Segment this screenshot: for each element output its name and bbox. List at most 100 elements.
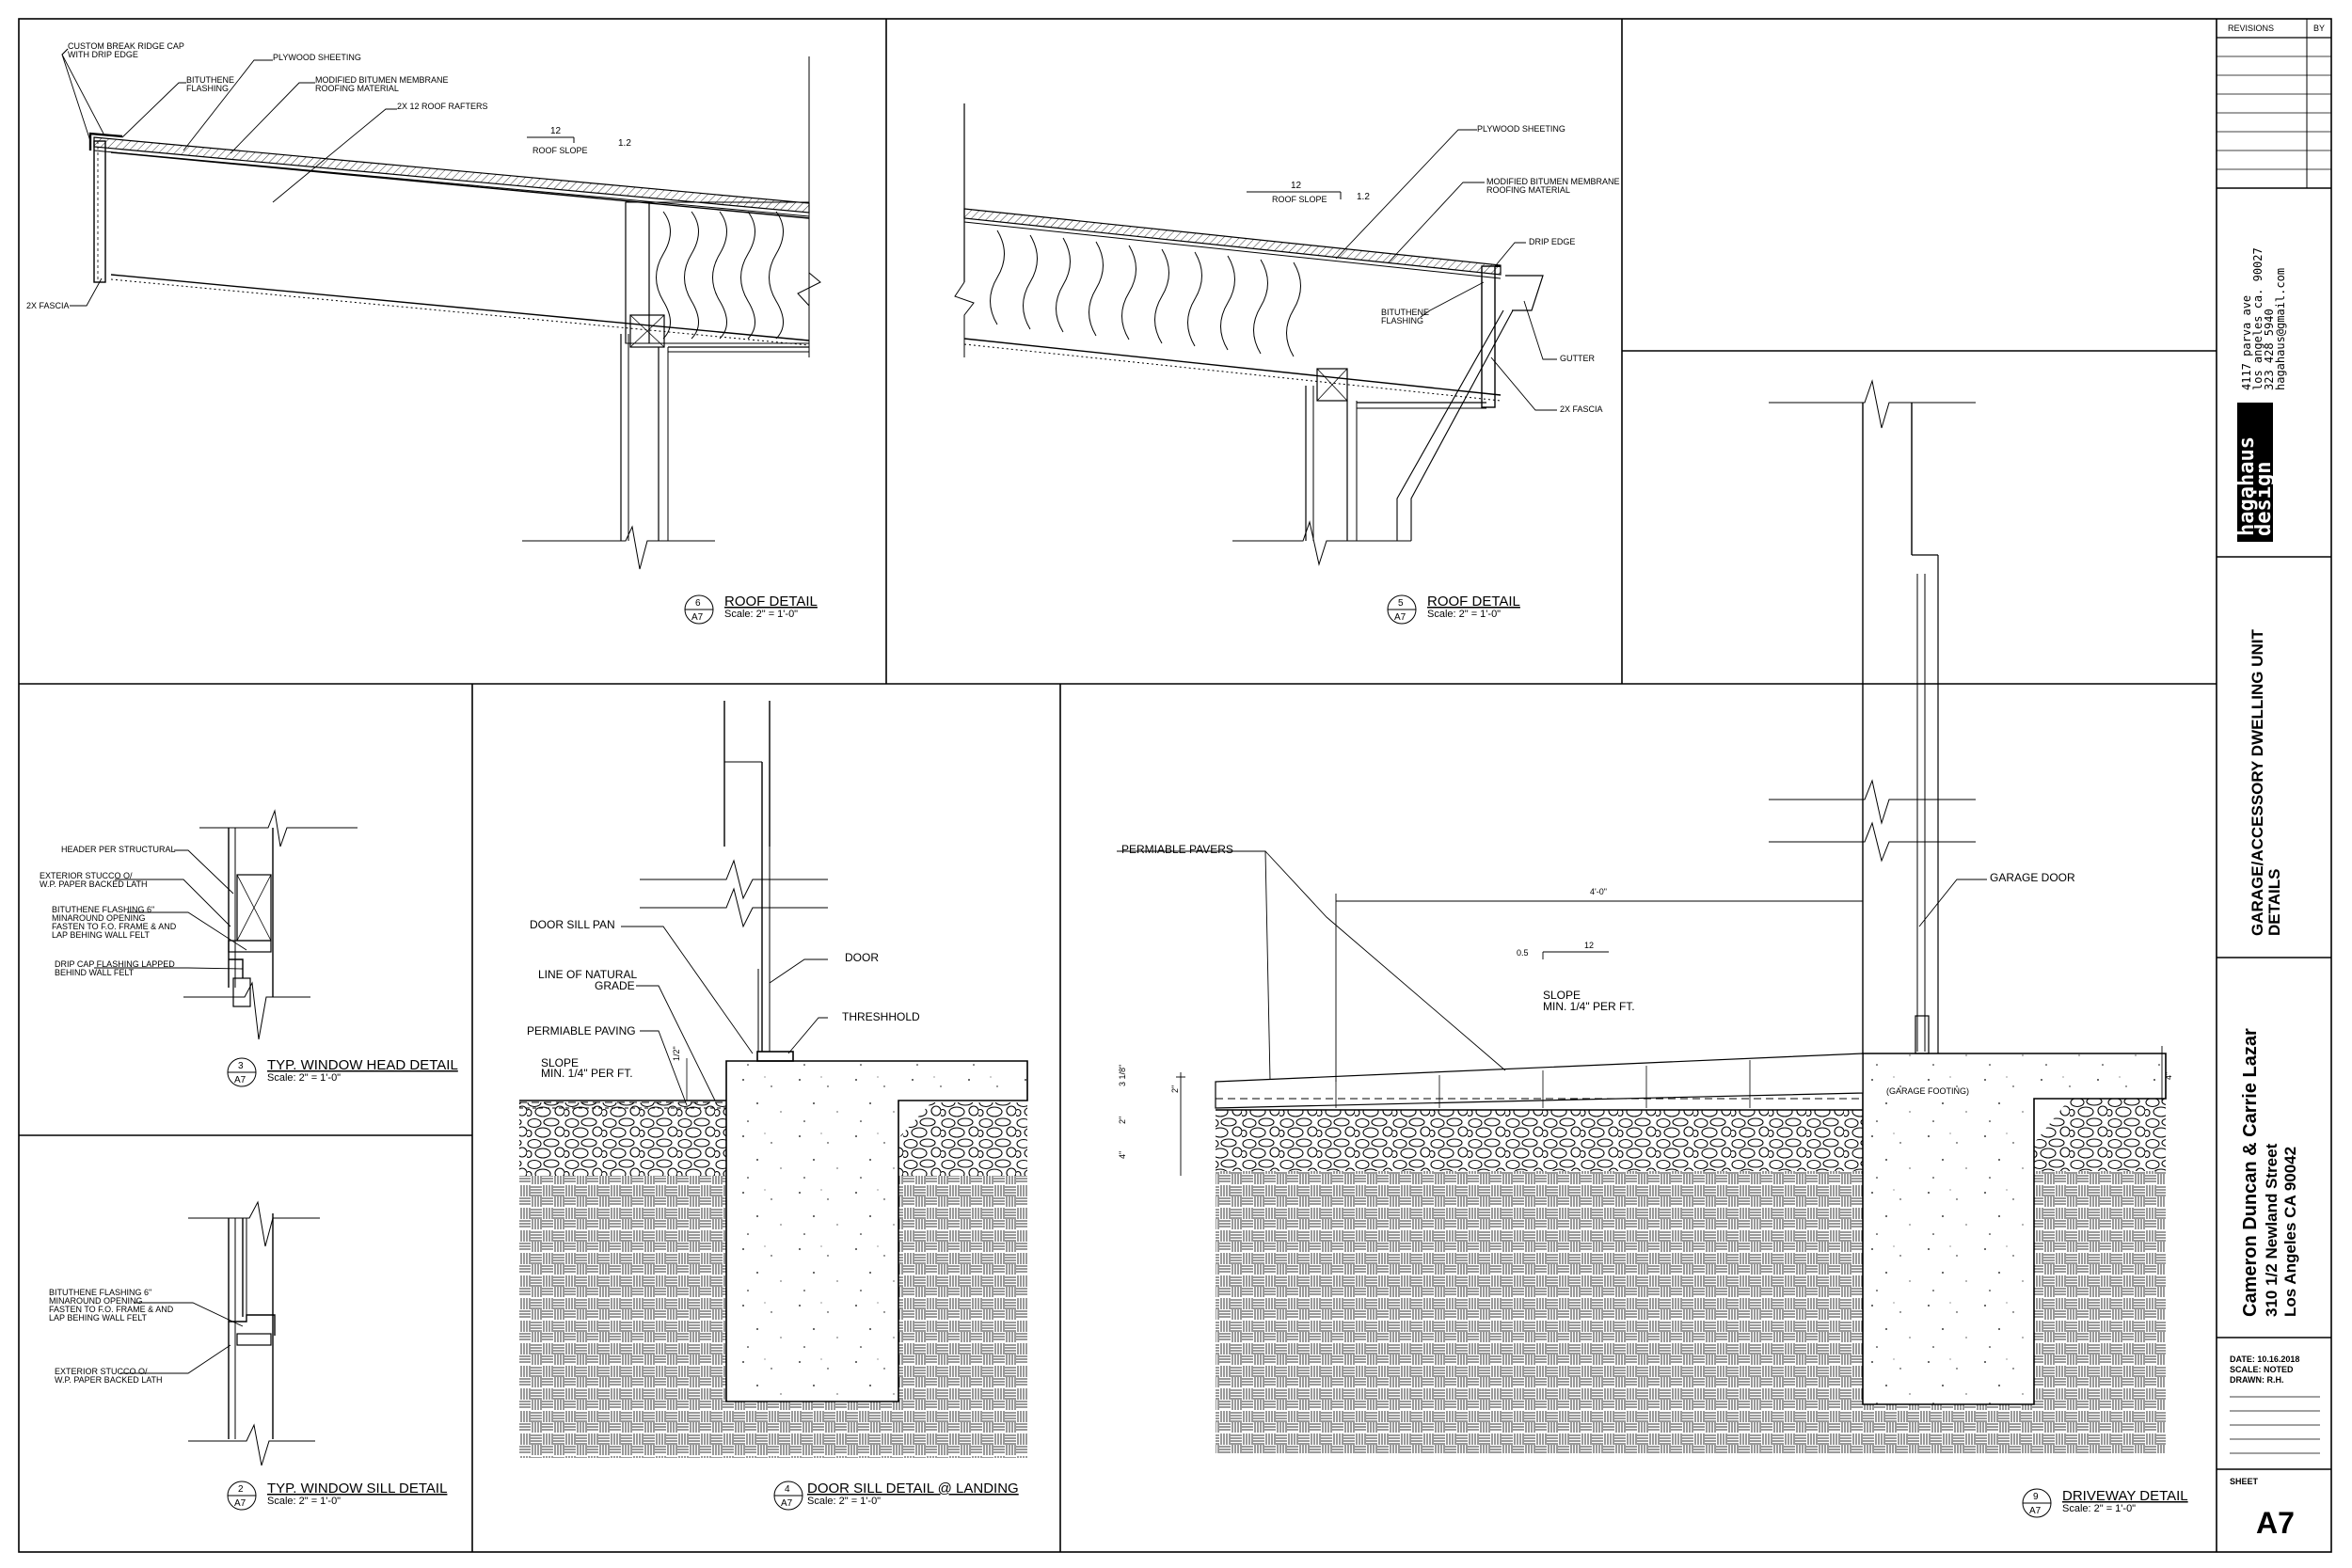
drawing-label: DRIP EDGE — [1529, 237, 1575, 246]
drawing-label: FASTEN TO F.O. FRAME & AND — [49, 1305, 174, 1314]
detail-callout-3: 3 A7 TYP. WINDOW HEAD DETAIL Scale: 2" =… — [227, 1057, 458, 1087]
drawing-label: TYP. WINDOW HEAD DETAIL — [267, 1057, 458, 1073]
driveway-labels: PERMIABLE PAVERS GARAGE DOOR 4'-0" 0.5 1… — [1118, 843, 2173, 1159]
drawing-label: 4 — [785, 1484, 790, 1495]
drawing-label: LAP BEHING WALL FELT — [49, 1313, 148, 1323]
drawing-label: ROOF DETAIL — [1427, 594, 1520, 610]
drawing-label: THRESHHOLD — [842, 1010, 920, 1023]
window-head-detail — [94, 809, 358, 1040]
drawing-label: BITUTHENE FLASHING 6" — [49, 1288, 151, 1297]
drawing-label: TYP. WINDOW SILL DETAIL — [267, 1481, 447, 1497]
drawing-label: ROOFING MATERIAL — [1486, 185, 1570, 195]
drawing-label: Los Angeles CA 90042 — [2281, 1147, 2299, 1317]
drawing-label: BITUTHENE — [1381, 308, 1429, 317]
drawing-label: PLYWOOD SHEETING — [273, 53, 361, 62]
drawing-label: Scale: 2" = 1'-0" — [2062, 1503, 2136, 1514]
window-sill-detail — [120, 1200, 320, 1466]
door-sill-detail — [519, 701, 1028, 1458]
title-block — [2217, 19, 2331, 1470]
drawing-label: W.P. PAPER BACKED LATH — [40, 879, 148, 889]
drawing-label: DRIP CAP FLASHING LAPPED — [55, 959, 175, 969]
drawing-label: EXTERIOR STUCCO O/ — [55, 1367, 148, 1376]
window-sill-labels: BITUTHENE FLASHING 6" MINAROUND OPENING … — [49, 1288, 174, 1385]
drawing-label: SLOPE — [541, 1056, 579, 1069]
drawing-label: DOOR SILL DETAIL @ LANDING — [807, 1481, 1019, 1497]
drawing-label: PLYWOOD SHEETING — [1477, 124, 1565, 134]
drawing-label: 3 — [238, 1061, 244, 1071]
drawing-label: A7 — [781, 1498, 793, 1509]
drawing-label: ROOFING MATERIAL — [315, 84, 399, 93]
drawing-label: DRAWN: R.H. — [2230, 1375, 2284, 1385]
drawing-label: BY — [2313, 24, 2325, 33]
drawing-label: 0.5 — [1517, 948, 1529, 958]
drawing-label: 12 — [1584, 941, 1594, 950]
drawing-label: 4117 parva ave — [2240, 295, 2253, 390]
drawing-label: MODIFIED BITUMEN MEMBRANE — [315, 75, 449, 85]
drawing-label: DATE: 10.16.2018 — [2230, 1354, 2299, 1364]
drawing-label: 2" — [1118, 1117, 1127, 1124]
drawing-label: 1.2 — [1357, 192, 1370, 202]
drawing-label: MIN. 1/4" PER FT. — [541, 1067, 633, 1080]
drawing-label: ROOF SLOPE — [1272, 195, 1327, 204]
drawing-label: 9 — [2033, 1492, 2039, 1502]
drawing-label: 4" — [1118, 1151, 1127, 1159]
drawing-label: DOOR — [845, 951, 879, 964]
drawing-label: Scale: 2" = 1'-0" — [267, 1072, 341, 1084]
drawing-label: Scale: 2" = 1'-0" — [267, 1496, 341, 1507]
driveway-detail — [1117, 379, 2167, 1453]
drawing-label: SHEET — [2230, 1477, 2259, 1486]
drawing-label: EXTERIOR STUCCO O/ — [40, 871, 133, 880]
drawing-label: LINE OF NATURAL — [538, 968, 637, 981]
drawing-label: BITUTHENE — [186, 75, 234, 85]
roof-detail-5 — [954, 103, 1557, 566]
drawing-label: A7 — [234, 1075, 246, 1085]
drawing-label: WITH DRIP EDGE — [68, 50, 138, 59]
drawing-label: DOOR SILL PAN — [530, 918, 615, 931]
sheet-frame — [18, 18, 2332, 1553]
drawing-label: HEADER PER STRUCTURAL — [61, 845, 176, 854]
project-title-line-1: GARAGE/ACCESSORY DWELLING UNIT — [2249, 629, 2266, 936]
drawing-label: Scale: 2" = 1'-0" — [724, 609, 798, 620]
detail-callout-5: 5 A7 ROOF DETAIL Scale: 2" = 1'-0" — [1387, 594, 1520, 625]
drawing-label: W.P. PAPER BACKED LATH — [55, 1375, 163, 1385]
drawing-label: 12 — [550, 126, 562, 136]
drawing-label: A7 — [234, 1498, 246, 1509]
drawing-label: DRIVEWAY DETAIL — [2062, 1488, 2188, 1504]
drawing-label: MIN. 1/4" PER FT. — [1543, 1000, 1635, 1013]
roof-detail-5-labels: PLYWOOD SHEETING MODIFIED BITUMEN MEMBRA… — [1272, 124, 1620, 414]
drawing-label: ROOF SLOPE — [532, 146, 588, 155]
drawing-label: CUSTOM BREAK RIDGE CAP — [68, 41, 184, 51]
roof-detail-6-labels: CUSTOM BREAK RIDGE CAP WITH DRIP EDGE BI… — [26, 41, 631, 310]
drawing-label: (GARAGE FOOTING) — [1886, 1086, 1969, 1096]
drawing-label: 5 — [1398, 598, 1404, 609]
drawing-label: PERMIABLE PAVING — [527, 1024, 636, 1037]
drawing-label: BEHIND WALL FELT — [55, 968, 135, 977]
drawing-label: 4'-0" — [1590, 887, 1607, 896]
drawing-label: los angeles ca. 90027 — [2251, 247, 2265, 390]
detail-callout-6: 6 A7 ROOF DETAIL Scale: 2" = 1'-0" — [684, 594, 818, 625]
drawing-label: 3 1/8" — [1118, 1065, 1127, 1086]
drawing-label: A7 — [1394, 612, 1406, 623]
project-title-line-2: DETAILS — [2265, 869, 2283, 936]
drawing-label: FLASHING — [1381, 316, 1423, 325]
drawing-label: GRADE — [595, 979, 635, 992]
drawing-label: GARAGE DOOR — [1990, 871, 2075, 884]
drawing-label: 1.2 — [618, 138, 631, 149]
detail-callout-4: 4 A7 DOOR SILL DETAIL @ LANDING Scale: 2… — [773, 1481, 1019, 1511]
drawing-label: MINAROUND OPENING — [52, 913, 146, 923]
door-sill-labels: DOOR SILL PAN DOOR LINE OF NATURAL GRADE… — [527, 918, 920, 1080]
drawing-label: FLASHING — [186, 84, 229, 93]
drawing-label: FASTEN TO F.O. FRAME & AND — [52, 922, 177, 931]
drawing-label: 2X FASCIA — [1560, 404, 1603, 414]
roof-detail-6 — [61, 48, 821, 570]
drawing-label: 2 — [238, 1484, 244, 1495]
drawing-label: 323 428 5940 — [2263, 309, 2276, 390]
drawing-label: 310 1/2 Newland Street — [2263, 1143, 2280, 1317]
firm-name-line-2: design — [2252, 462, 2276, 536]
title-block-text: REVISIONS BY hagahaus design 4117 parva … — [2228, 24, 2325, 1540]
drawing-label: A7 — [691, 612, 704, 623]
drawing-label: SCALE: NOTED — [2230, 1365, 2294, 1374]
drawing-label: 4" — [2164, 1072, 2173, 1080]
drawing-label: REVISIONS — [2228, 24, 2274, 33]
